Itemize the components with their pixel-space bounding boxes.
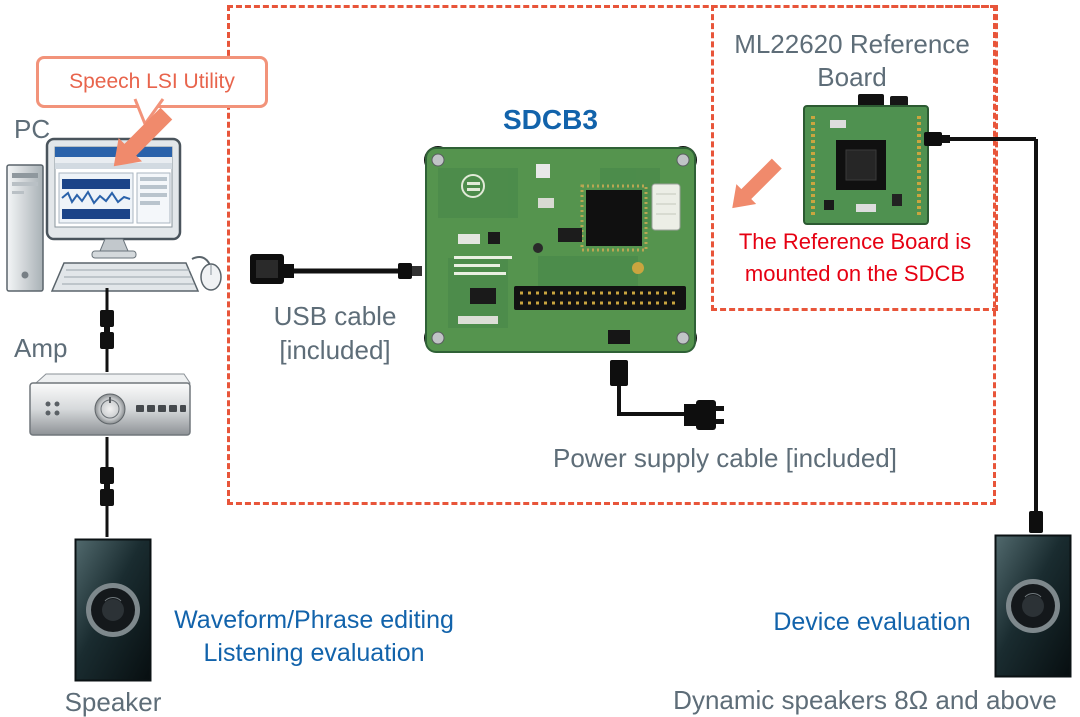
monitor-stand (91, 238, 137, 259)
pc-evaluation-line2: Listening evaluation (203, 638, 425, 667)
amp-buttons-right (136, 405, 186, 412)
keyboard-icon (50, 262, 200, 292)
main-chip (580, 184, 648, 252)
mounting-arrow-icon (732, 158, 782, 209)
power-cable-label: Power supply cable [included] (553, 443, 897, 473)
tower-icon (6, 164, 44, 292)
amp-buttons-left (45, 401, 60, 416)
device-evaluation-label: Device evaluation (773, 608, 971, 636)
ml22620-board-illustration (803, 94, 929, 225)
audio-cable-pc-amp (100, 288, 114, 372)
board-logo (461, 174, 485, 198)
audio-cable-amp-speaker (100, 437, 114, 537)
pin-header-strip (514, 286, 686, 310)
power-cable-illustration (610, 360, 724, 430)
usb-cable-illustration (250, 254, 422, 284)
amp-knob (94, 393, 126, 425)
reference-board-boundary (711, 5, 998, 311)
speaker-right-illustration (994, 534, 1072, 678)
pc-evaluation-line1: Waveform/Phrase editing (174, 606, 454, 634)
small-components (458, 164, 644, 344)
reference-board-title: ML22620 Reference Board (734, 29, 970, 92)
evaluation-cable-illustration (924, 132, 1043, 533)
pc-evaluation-label: Waveform/Phrase editing Listening evalua… (155, 604, 473, 669)
lsi-socket (836, 140, 886, 190)
pc-label: PC (14, 114, 51, 144)
usb-cable-label: USB cable [included] (273, 301, 397, 365)
amp-label: Amp (14, 333, 68, 363)
speaker-label: Speaker (64, 687, 162, 717)
pc-illustration (6, 137, 222, 292)
reference-board-note: The Reference Board is mounted on the SD… (738, 229, 972, 286)
amp-illustration (29, 373, 191, 436)
callout-label: Speech LSI Utility (69, 70, 235, 93)
speakers-note: Dynamic speakers 8Ω and above (673, 685, 1057, 715)
silkscreen-text-lines (454, 256, 512, 275)
mouse-icon (191, 256, 222, 291)
speaker-left-illustration (74, 538, 152, 682)
callout-arrow-icon (113, 107, 173, 167)
sdcb3-board-illustration (424, 146, 697, 353)
ffc-connector (651, 183, 681, 231)
board-screws (431, 153, 690, 345)
sdcb3-kit-boundary (227, 5, 996, 505)
sdcb3-title: SDCB3 (503, 104, 598, 135)
